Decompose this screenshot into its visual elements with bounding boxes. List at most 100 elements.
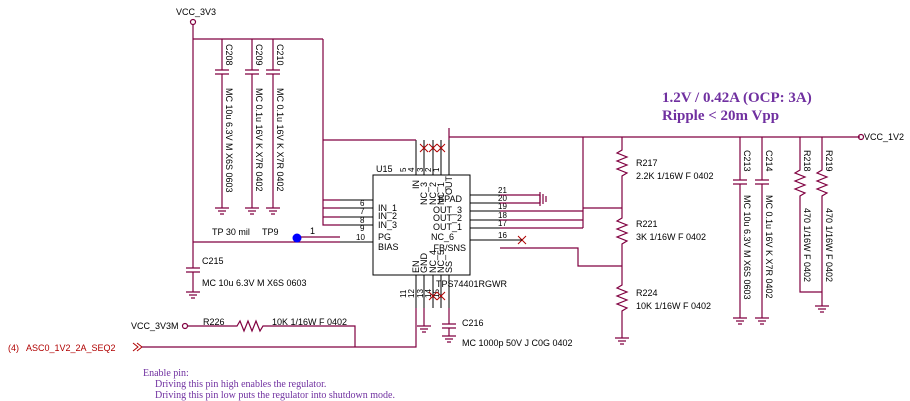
- c208-value: MC 10u 6.3V M X6S 0603: [224, 88, 234, 193]
- pin-4-num: 4: [407, 167, 416, 172]
- testpoint-tp9-label: TP9: [262, 227, 279, 237]
- vcc-3v3m-port: VCC_3V3M: [131, 321, 189, 331]
- ic-right-pin-stubs: [470, 194, 500, 241]
- vcc-3v3-label: VCC_3V3: [176, 7, 216, 17]
- pin-epad-name: EPAD: [438, 194, 462, 204]
- ic-part-number: TPS74401RGWR: [436, 279, 508, 289]
- pin-1-num: 1: [432, 167, 441, 172]
- pin-16-num: 16: [498, 231, 507, 240]
- pin-nc5-name: NC_5: [436, 250, 446, 273]
- pin-20-num: 20: [498, 194, 507, 203]
- ic-left-pin-stubs: [340, 199, 373, 243]
- c210-ref: C210: [275, 44, 285, 66]
- r226-ref: R226: [203, 317, 225, 327]
- pg-testpoint-icon: [292, 233, 302, 243]
- pin-ss-name: SS: [444, 261, 454, 273]
- r218-value: 470 1/16W F 0402: [802, 208, 812, 282]
- pin-pg-name: PG: [378, 232, 391, 242]
- pin-bias-name: BIAS: [378, 242, 399, 252]
- capacitor-c208: C208 MC 10u 6.3V M X6S 0603: [215, 39, 234, 215]
- enable-wire: [142, 322, 417, 348]
- capacitor-c214: C214 MC 0.1u 16V K X7R 0402: [755, 137, 774, 325]
- vcc-3v3-port: VCC_3V3: [176, 7, 216, 26]
- ic-ref: U15: [376, 164, 393, 174]
- epad-ground-icon: [539, 192, 547, 206]
- pin-nc6-name: NC_6: [431, 232, 454, 242]
- ic-bottom-pin-stubs: [415, 275, 450, 308]
- pin-out2-name: OUT_2: [433, 213, 462, 223]
- c215-value: MC 10u 6.3V M X6S 0603: [202, 278, 307, 288]
- pin-13-num: 13: [416, 289, 425, 298]
- vcc-3v3m-label: VCC_3V3M: [131, 321, 179, 331]
- capacitor-c210: C210 MC 0.1u 16V K X7R 0402: [266, 39, 285, 215]
- c209-ref: C209: [254, 44, 264, 66]
- top-out-wire: [448, 128, 455, 140]
- pin-17-num: 17: [498, 219, 507, 228]
- spec-line-2: Ripple < 20m Vpp: [662, 108, 779, 124]
- r217-ref: R217: [636, 158, 658, 168]
- resistor-r219: R219 470 1/16W F 0402: [815, 137, 834, 313]
- r217-value: 2.2K 1/16W F 0402: [636, 171, 714, 181]
- pin-pg-num: 9: [360, 224, 365, 233]
- c215-ref: C215: [202, 256, 224, 266]
- c213-value: MC 10u 6.3V M X6S 0603: [742, 195, 752, 300]
- enable-input-port: (4) ASC0_1V2_2A_SEQ2: [8, 342, 143, 353]
- r221-value: 3K 1/16W F 0402: [636, 232, 706, 242]
- note-title: Enable pin:: [143, 368, 189, 379]
- r224-value: 10K 1/16W F 0402: [636, 301, 711, 311]
- ic-ground-icon: [417, 325, 431, 333]
- pin-21-num: 21: [498, 186, 507, 195]
- capacitor-c213: C213 MC 10u 6.3V M X6S 0603: [733, 137, 752, 325]
- vcc-1v2-port: VCC_1V2: [857, 132, 904, 142]
- out-pins-wire: [500, 137, 584, 229]
- c208-ref: C208: [224, 44, 234, 66]
- c210-value: MC 0.1u 16V K X7R 0402: [275, 88, 285, 192]
- note-line-1: Driving this pin high enables the regula…: [155, 379, 326, 390]
- r226-value: 10K 1/16W F 0402: [272, 317, 347, 327]
- c209-value: MC 0.1u 16V K X7R 0402: [254, 88, 264, 192]
- pin-19-num: 19: [498, 202, 507, 211]
- pin-15-num: 15: [432, 289, 441, 298]
- pin-en-name: EN: [411, 260, 421, 273]
- capacitor-c209: C209 MC 0.1u 16V K X7R 0402: [245, 39, 264, 215]
- off-sheet-connector-icon: [132, 342, 143, 352]
- vcc-1v2-label: VCC_1V2: [864, 132, 904, 142]
- pin-in1-num: 6: [360, 199, 365, 208]
- in-pins-wire: [322, 39, 340, 226]
- c216-ref: C216: [462, 318, 484, 328]
- c216-value: MC 1000p 50V J C0G 0402: [462, 338, 573, 348]
- pin-18-num: 18: [498, 211, 507, 220]
- pin-in2-name: IN_2: [378, 211, 397, 221]
- resistor-r226: R226 10K 1/16W F 0402: [188, 317, 356, 347]
- pin-nc3-name: NC_3: [419, 182, 429, 205]
- pg-pin-number: 1: [310, 226, 315, 236]
- c214-ref: C214: [764, 150, 774, 172]
- pin-bias-num: 10: [356, 233, 365, 242]
- vcc-3v3-terminal-icon: [189, 18, 197, 26]
- pin-nc2-name: NC_2: [428, 182, 438, 205]
- pin-fbsns-name: FB/SNS: [433, 243, 466, 253]
- resistor-r217: R217 2.2K 1/16W F 0402: [615, 137, 714, 208]
- vcc-1v2-terminal-icon: [857, 133, 865, 141]
- r221-ref: R221: [636, 219, 658, 229]
- seq-net-name: ASC0_1V2_2A_SEQ2: [26, 343, 116, 353]
- pin-in3-name: IN_3: [378, 220, 397, 230]
- r219-value: 470 1/16W F 0402: [824, 208, 834, 282]
- pin-in3-num: 8: [360, 216, 365, 225]
- pin-out3-name: OUT_3: [433, 205, 462, 215]
- fb-wire: [500, 247, 622, 267]
- pin-out-top-name: OUT: [444, 176, 454, 196]
- pin-in2-num: 7: [360, 207, 365, 216]
- regulator-ic-u15: U15 TPS74401RGWR IN_1 IN_2 IN_3 PG BIAS …: [340, 140, 508, 308]
- resistor-r218: R218 470 1/16W F 0402: [793, 137, 822, 293]
- pin-5-num: 5: [399, 167, 408, 172]
- resistor-r221: R221 3K 1/16W F 0402: [615, 208, 706, 262]
- pin-gnd-name: GND: [419, 253, 429, 274]
- seq-sheet-ref: (4): [8, 343, 19, 353]
- spec-line-1: 1.2V / 0.42A (OCP: 3A): [662, 90, 812, 106]
- pin-nc1-name: NC_1: [436, 182, 446, 205]
- pin-14-num: 14: [424, 289, 433, 298]
- capacitor-c215: C215 MC 10u 6.3V M X6S 0603: [186, 256, 307, 299]
- pin-out1-name: OUT_1: [433, 222, 462, 232]
